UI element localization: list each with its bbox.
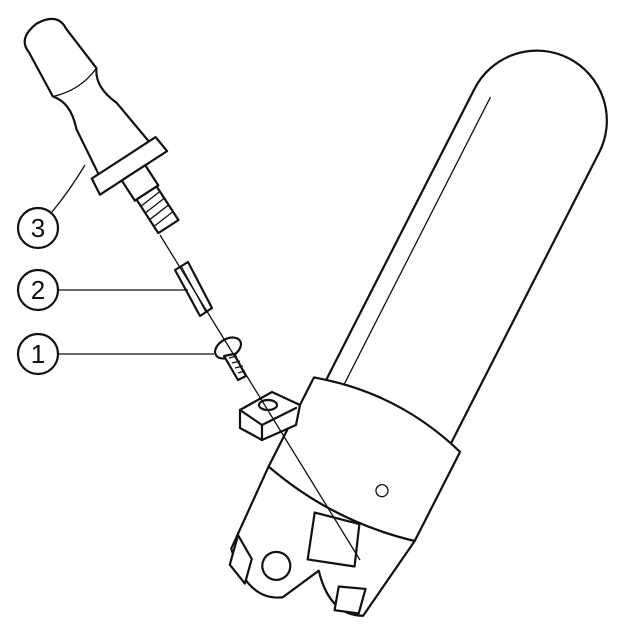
tool-body: [228, 49, 608, 617]
assembly-axis-line: [159, 234, 361, 561]
screw: [213, 336, 248, 382]
insert: [238, 390, 302, 442]
callout-1: 1: [16, 332, 214, 376]
svg-text:1: 1: [31, 339, 45, 369]
callout-2: 2: [16, 268, 188, 312]
handle: [23, 17, 180, 235]
svg-text:3: 3: [31, 213, 45, 243]
svg-text:2: 2: [31, 275, 45, 305]
callout-3: 3: [16, 164, 86, 250]
